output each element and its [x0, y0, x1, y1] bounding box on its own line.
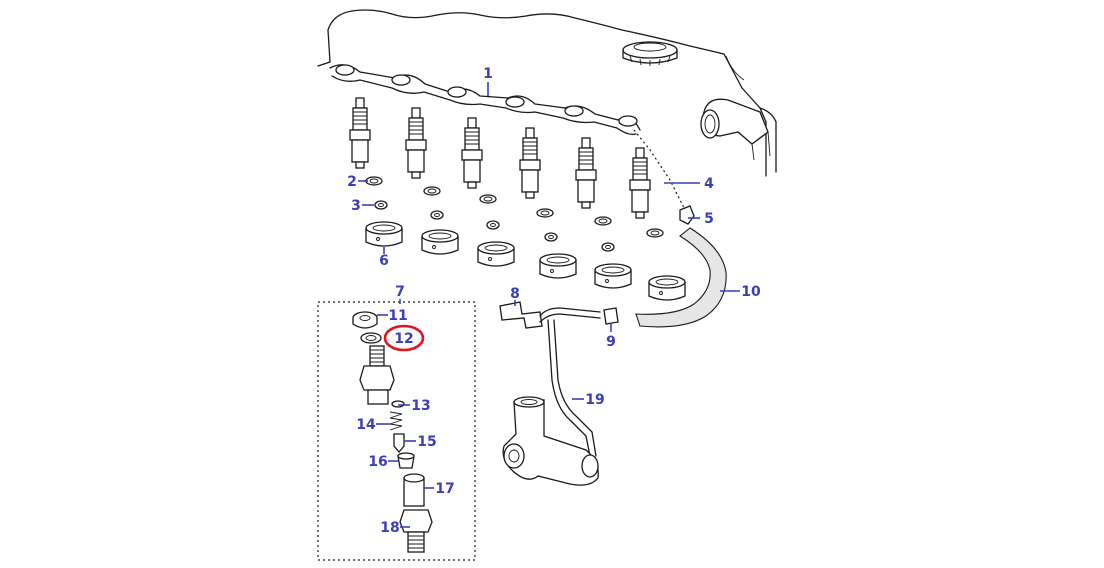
- injector: [519, 127, 541, 199]
- callout-19: 19: [585, 392, 604, 408]
- callout-18: 18: [380, 520, 399, 536]
- injector: [461, 117, 483, 189]
- sleeve-row: [365, 221, 686, 301]
- nozzle-sleeve: [594, 263, 632, 289]
- callout-10: 10: [741, 284, 761, 300]
- callout-9: 9: [606, 334, 616, 350]
- washer-row: [365, 176, 664, 252]
- leak-off-line: [633, 129, 727, 328]
- callout-5: 5: [704, 211, 714, 227]
- callout-labels: 1 2 3 4 5 6 7 8 9 10 11 12 13 14 15 16 1…: [347, 66, 761, 536]
- callout-17: 17: [435, 481, 454, 497]
- callout-15: 15: [417, 434, 436, 450]
- callout-4: 4: [704, 176, 714, 192]
- return-pipe-assembly: [499, 301, 619, 486]
- leader-lines: [358, 82, 740, 528]
- injector: [349, 97, 371, 169]
- callout-13: 13: [411, 398, 430, 414]
- injector-row: [349, 97, 651, 219]
- nozzle-sleeve: [421, 229, 459, 255]
- callout-2: 2: [347, 174, 357, 190]
- nozzle-sleeve: [477, 241, 515, 267]
- callout-8: 8: [510, 286, 520, 302]
- engine-head-outline: [317, 9, 777, 177]
- injector-exploded-frame: [317, 301, 476, 561]
- injector: [405, 107, 427, 179]
- injector: [575, 137, 597, 209]
- callout-14: 14: [356, 417, 376, 433]
- nozzle-sleeve: [648, 275, 686, 301]
- callout-7: 7: [395, 284, 405, 300]
- callout-16: 16: [368, 454, 387, 470]
- callout-6: 6: [379, 253, 389, 269]
- callout-12-highlight-ring: [383, 324, 425, 352]
- callout-12: 12: [394, 331, 413, 347]
- nozzle-sleeve: [539, 253, 577, 279]
- nozzle-sleeve: [365, 221, 403, 247]
- callout-1: 1: [483, 66, 493, 82]
- callout-3: 3: [351, 198, 361, 214]
- rocker-cover-gasket: [329, 64, 641, 136]
- callout-11: 11: [388, 308, 407, 324]
- injector: [629, 147, 651, 219]
